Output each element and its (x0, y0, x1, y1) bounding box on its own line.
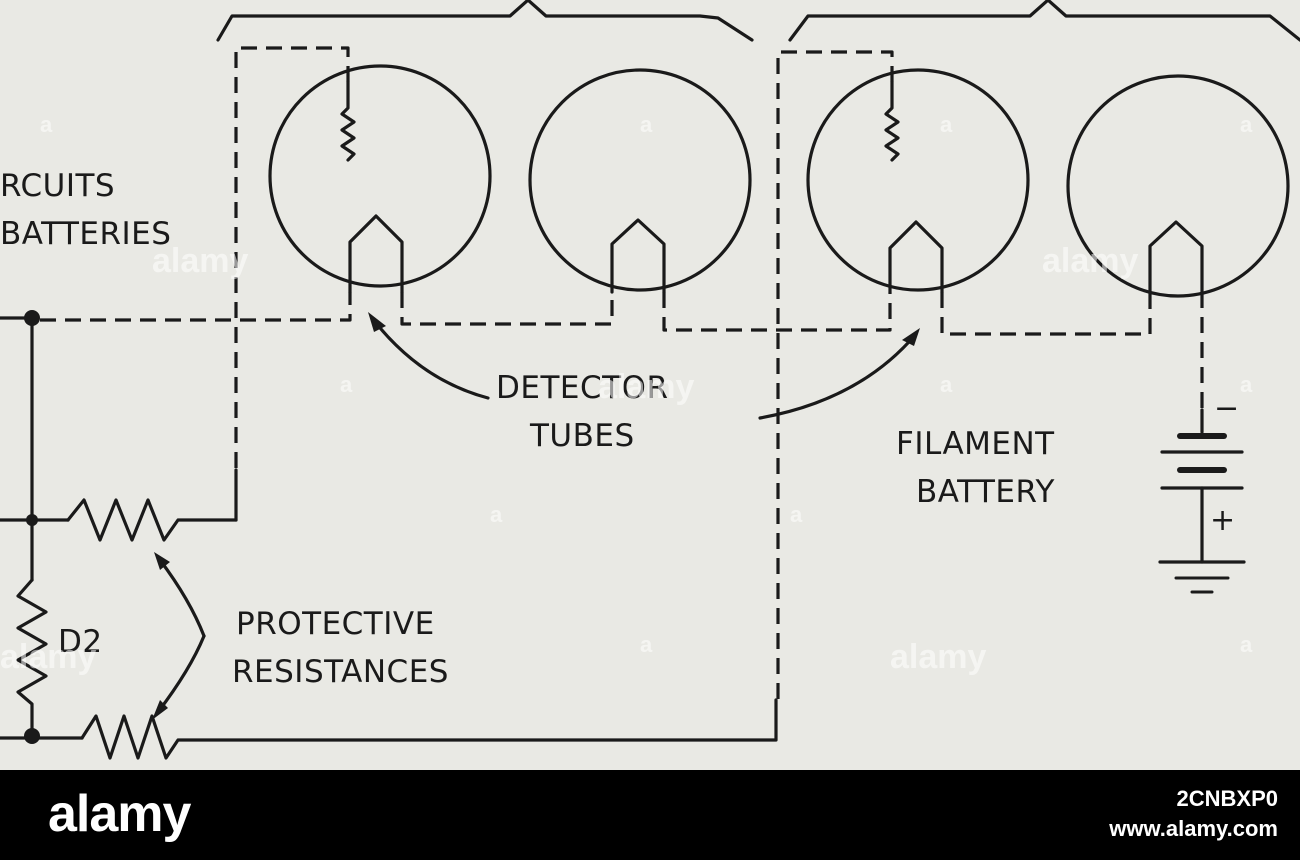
watermark-3: alamy (0, 638, 96, 676)
watermark-dot-8: a (490, 502, 503, 527)
stock-footer-bar: alamy 2CNBXP0 www.alamy.com (0, 770, 1300, 860)
label-battery: BATTERY (916, 474, 1055, 510)
brace-left (216, 0, 754, 42)
label-resistances: RESISTANCES (232, 654, 449, 690)
label-tubes: TUBES (529, 418, 635, 454)
protective-brace-lower (156, 634, 206, 714)
footer-site-url: www.alamy.com (1109, 816, 1278, 841)
label-circuits: RCUITS (0, 168, 115, 204)
grid-lead-right-dashed (776, 50, 894, 700)
footer-image-id: 2CNBXP0 (1176, 786, 1278, 811)
arrowhead-detector-right (902, 328, 920, 346)
footer-brand-logo: alamy (48, 785, 191, 843)
label-d2: D2 (58, 624, 103, 660)
tube-4-filament (1148, 220, 1204, 294)
detector-circuit-diagram: RCUITS BATTERIES DETECTOR TUBES FILAMENT… (0, 0, 1300, 760)
battery-plus-sign: + (1210, 503, 1235, 538)
watermark-5: alamy (598, 368, 694, 406)
watermark-dot-9: a (790, 502, 803, 527)
watermark-dot-6: a (940, 372, 953, 397)
protective-resistor-lower (80, 698, 778, 760)
tube-1-envelope (268, 64, 492, 288)
watermark-dot-5: a (340, 372, 353, 397)
junction-top (24, 310, 40, 326)
tube-2-filament (610, 218, 666, 294)
filament-battery-symbol (1158, 408, 1246, 594)
label-batteries: BATTERIES (0, 216, 171, 252)
watermark-dot-10: a (640, 632, 653, 657)
tube-2-envelope (528, 68, 752, 292)
tube-1-grid-resistor (340, 80, 356, 162)
watermark-4: alamy (890, 638, 986, 676)
watermark-dot-2: a (640, 112, 653, 137)
grid-lead-left-dashed (234, 46, 350, 470)
watermark-dot-7: a (1240, 372, 1253, 397)
watermark-dot-11: a (1240, 632, 1253, 657)
junction-bottom (24, 728, 40, 744)
battery-minus-sign: − (1214, 391, 1239, 426)
label-filament: FILAMENT (896, 426, 1055, 462)
filament-bus-left-dashed (40, 292, 352, 322)
protective-brace-upper (158, 558, 206, 638)
arrowhead-protective-lower (152, 700, 168, 720)
tube-3-grid-resistor (884, 80, 900, 162)
filament-link-tube3-tube4 (940, 292, 1152, 336)
label-detector: DETECTOR (496, 370, 669, 406)
watermark-dot-4: a (1240, 112, 1253, 137)
tube-3-envelope (806, 68, 1030, 292)
filament-link-tube2-tube3 (662, 292, 892, 332)
junction-middle (26, 514, 38, 526)
tube-4-envelope (1066, 74, 1290, 298)
watermark-dot-3: a (940, 112, 953, 137)
watermark-2: alamy (1042, 242, 1138, 280)
brace-right (788, 0, 1300, 42)
d2-resistor (16, 578, 48, 738)
detector-arrow-right (758, 332, 918, 420)
tube-1-filament (348, 214, 404, 294)
label-protective: PROTECTIVE (236, 606, 435, 642)
arrowhead-detector-left (368, 312, 386, 332)
filament-link-tube1-tube2 (400, 292, 614, 326)
tube-3-filament (888, 220, 944, 294)
detector-arrow-left (370, 316, 490, 400)
protective-resistor-upper (66, 498, 238, 542)
watermark-dot-1: a (40, 112, 53, 137)
arrowhead-protective-upper (154, 552, 170, 570)
watermark-1: alamy (152, 242, 248, 280)
